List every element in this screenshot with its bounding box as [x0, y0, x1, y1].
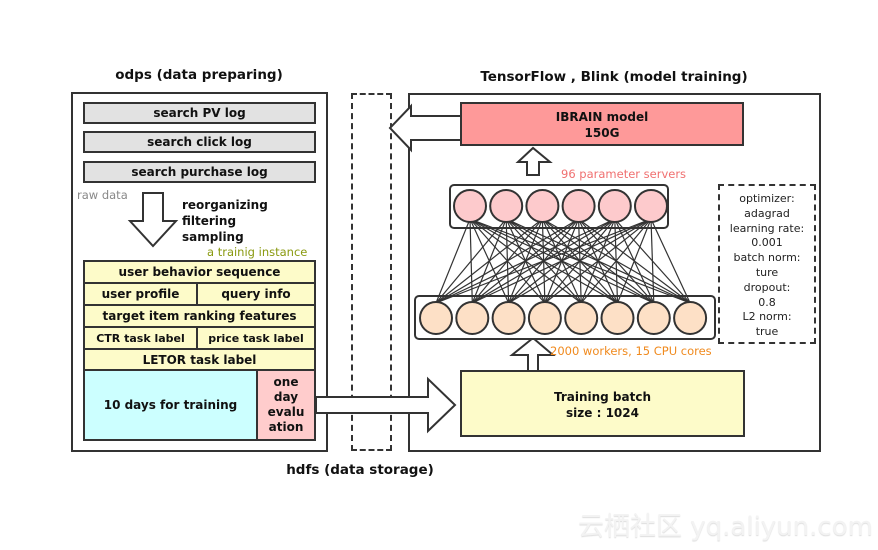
worker-node — [419, 301, 453, 335]
hp-line: ture — [755, 265, 779, 279]
training-instance-label: a trainig instance — [207, 245, 308, 259]
odps-section-title: odps (data preparing) — [115, 67, 283, 83]
hp-line: dropout: — [743, 280, 791, 294]
left-arrow-icon — [388, 103, 462, 153]
worker-node — [564, 301, 599, 335]
parameter-server-node — [561, 189, 596, 223]
parameter-server-node — [525, 189, 560, 223]
hyperparameters-box: optimizer: adagrad learning rate: 0.001 … — [718, 184, 816, 344]
hp-line: 0.001 — [751, 236, 783, 250]
up-arrow-icon — [515, 146, 553, 176]
worker-node — [600, 301, 635, 335]
processing-steps: reorganizing filtering sampling — [182, 197, 268, 245]
parameter-server-node — [597, 189, 632, 223]
worker-node — [491, 301, 526, 335]
connection-line — [469, 218, 473, 304]
batch-line1: Training batch — [553, 390, 652, 404]
connection-line — [469, 218, 655, 304]
connection-line — [435, 218, 471, 304]
connection-line — [469, 218, 691, 304]
training-days-block: 10 days for training — [83, 369, 258, 441]
up-arrow-icon — [509, 336, 556, 372]
step-filtering: filtering — [182, 214, 237, 228]
parameter-server-node — [634, 189, 668, 223]
hp-line: optimizer: — [739, 192, 795, 205]
log-search-purchase: search purchase log — [83, 161, 316, 183]
worker-node — [455, 301, 490, 335]
connection-line — [469, 218, 618, 304]
eval-line: ation — [268, 420, 304, 434]
worker-node — [673, 301, 708, 335]
log-search-click: search click log — [83, 131, 316, 153]
watermark: 云栖社区 yq.aliyun.com — [578, 512, 873, 542]
evaluation-day-block: one day evalu ation — [256, 369, 316, 441]
connection-line — [578, 218, 691, 304]
eval-line: day — [273, 390, 299, 404]
batch-line2: size : 1024 — [566, 406, 639, 420]
hdfs-storage-column — [351, 93, 392, 451]
connection-line — [469, 218, 546, 304]
raw-data-label: raw data — [77, 188, 128, 202]
down-arrow-icon — [127, 192, 179, 248]
hdfs-section-title: hdfs (data storage) — [286, 462, 434, 478]
field-user-behavior-sequence: user behavior sequence — [83, 260, 316, 284]
connection-line — [650, 218, 691, 304]
worker-node — [636, 301, 671, 335]
hp-line: adagrad — [744, 206, 790, 220]
connection-line — [614, 218, 691, 304]
field-user-profile: user profile — [83, 282, 198, 306]
parameter-server-node — [489, 189, 524, 223]
step-sampling: sampling — [182, 230, 244, 244]
parameter-servers-label: 96 parameter servers — [561, 167, 687, 181]
connection-line — [505, 218, 691, 304]
right-arrow-icon — [315, 376, 457, 434]
connection-line — [469, 218, 510, 304]
eval-line: one — [273, 375, 299, 389]
model-name: IBRAIN model — [555, 110, 649, 124]
log-search-pv: search PV log — [83, 102, 316, 124]
step-reorganizing: reorganizing — [182, 198, 268, 212]
ibrain-model-box: IBRAIN model 150G — [460, 102, 744, 146]
worker-node — [527, 301, 562, 335]
hp-line: batch norm: — [733, 251, 801, 265]
hp-line: true — [755, 325, 779, 339]
connection-line — [469, 218, 582, 304]
eval-line: evalu — [267, 405, 305, 419]
parameter-server-node — [453, 189, 487, 223]
tensorflow-section-title: TensorFlow , Blink (model training) — [480, 69, 748, 85]
hp-line: 0.8 — [758, 295, 776, 309]
hp-line: L2 norm: — [742, 310, 792, 324]
workers-label: 2000 workers, 15 CPU cores — [550, 344, 712, 358]
training-batch-box: Training batch size : 1024 — [460, 370, 745, 437]
hp-line: learning rate: — [729, 221, 805, 235]
connection-line — [542, 218, 691, 304]
model-size: 150G — [584, 126, 620, 140]
